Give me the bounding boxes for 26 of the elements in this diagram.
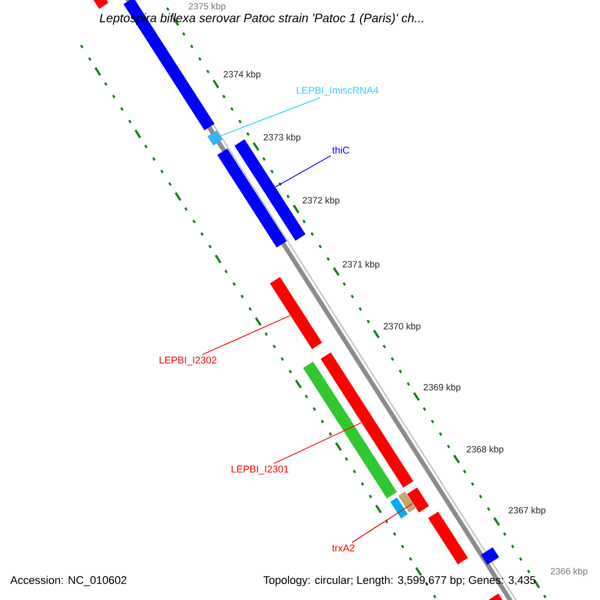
gene-label: thiC (332, 146, 350, 154)
leader-line (202, 315, 291, 355)
leader-line (273, 422, 362, 464)
tick-label: 2375 kbp (188, 2, 226, 12)
gene-label: LEPBI_I2301 (232, 466, 288, 474)
gene-block (320, 352, 414, 488)
gene-block (270, 276, 322, 350)
summary-text: Topology: circular; Length: 3,599,677 bp; Genes: 3,435 (263, 576, 536, 586)
gene-label: LEPBI_I2302 (160, 356, 216, 366)
tick-label: 2374 kbp (224, 70, 260, 80)
leader-line (352, 503, 414, 543)
gene-label: LEPBI_ImiscRNA4 (296, 86, 378, 96)
tick-label: 2367 kbp (508, 506, 546, 516)
gene-label: trxA2 (332, 544, 354, 552)
tick-label: 2368 kbp (466, 446, 504, 454)
tick-label: 2372 kbp (302, 196, 340, 206)
tick-label: 2369 kbp (424, 384, 460, 392)
gene-block (207, 130, 223, 146)
accession-text: Accession: NC_010602 (10, 576, 126, 586)
tick-label: 2371 kbp (342, 260, 380, 270)
tick-label: 2373 kbp (264, 134, 300, 142)
gene-block (407, 488, 429, 512)
tick-label: 2370 kbp (384, 322, 420, 332)
leader-line (220, 97, 321, 136)
leader-line (275, 155, 332, 188)
tick-label: 2366 kbp (550, 568, 588, 576)
